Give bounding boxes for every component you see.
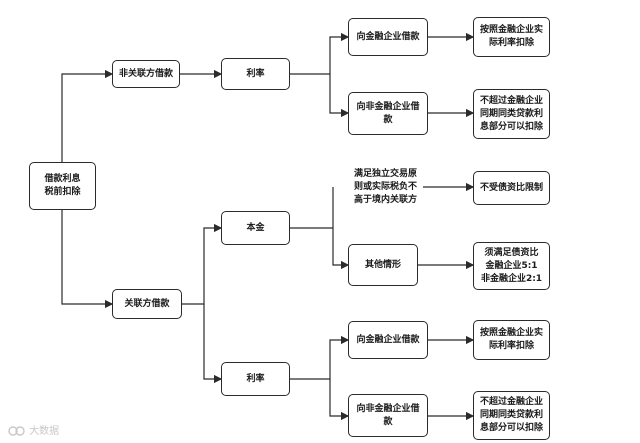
related-loan-node: 关联方借款 bbox=[112, 289, 182, 319]
arms-length-condition-node: 满足独立交易原 则或实际税负不 高于境内关联方 bbox=[348, 162, 423, 212]
no-debt-equity-limit-node: 不受债资比限制 bbox=[473, 171, 550, 205]
nonfinancial-loan-node-bottom: 向非金融企业借 款 bbox=[348, 394, 428, 437]
watermark: 大数据 bbox=[8, 422, 59, 437]
same-period-limit-node-top: 不超过金融企业 同期同类贷款利 息部分可以扣除 bbox=[473, 89, 550, 139]
financial-loan-node-top: 向金融企业借款 bbox=[348, 18, 428, 56]
actual-rate-deduction-node-top: 按照金融企业实 际利率扣除 bbox=[473, 17, 550, 57]
financial-loan-node-bottom: 向金融企业借款 bbox=[348, 321, 428, 359]
rate-top-node: 利率 bbox=[221, 58, 290, 90]
watermark-text: 大数据 bbox=[29, 426, 60, 437]
other-cases-node: 其他情形 bbox=[348, 244, 418, 286]
same-period-limit-node-bottom: 不超过金融企业 同期同类贷款利 息部分可以扣除 bbox=[473, 391, 550, 440]
actual-rate-deduction-node-bottom: 按照金融企业实 际利率扣除 bbox=[473, 320, 550, 360]
principal-node: 本金 bbox=[221, 211, 290, 245]
brand-logo-icon bbox=[8, 426, 25, 436]
root-node-interest-deduction: 借款利息 税前扣除 bbox=[29, 162, 96, 210]
nonrelated-loan-node: 非关联方借款 bbox=[112, 60, 180, 88]
nonfinancial-loan-node-top: 向非金融企业借 款 bbox=[348, 92, 428, 135]
debt-equity-ratio-node: 须满足债资比 金融企业5:1 非金融企业2:1 bbox=[473, 242, 550, 290]
rate-bottom-node: 利率 bbox=[221, 362, 290, 396]
